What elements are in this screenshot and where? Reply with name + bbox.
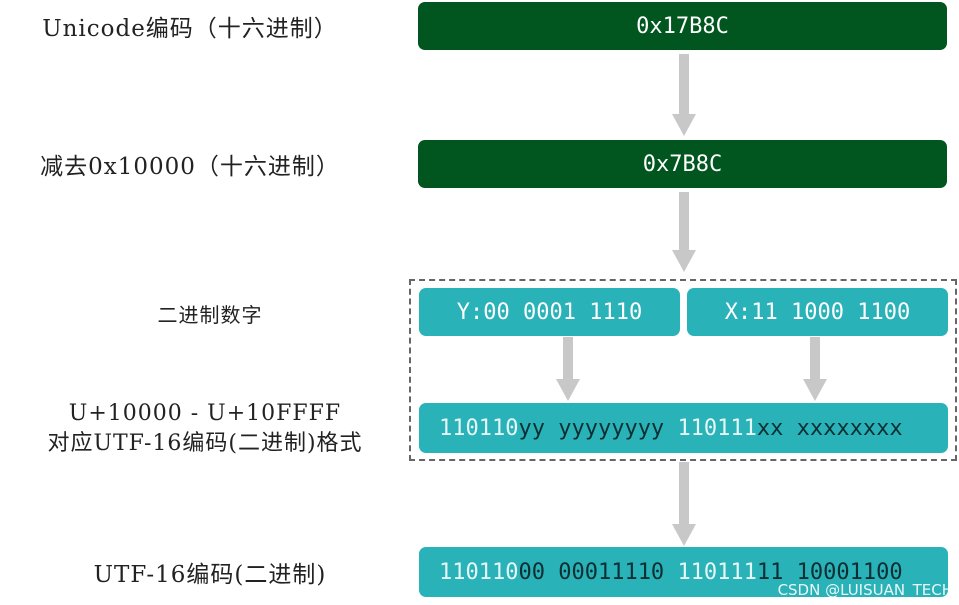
- format-y-bits: yy yyyyyyyy: [518, 415, 678, 441]
- arrow-down-icon: [803, 337, 827, 401]
- arrow-down-icon: [672, 54, 696, 136]
- result-prefix-low: 110111: [677, 559, 757, 585]
- format-prefix-high: 110110: [439, 415, 519, 441]
- watermark: CSDN @LUISUAN_TECH: [777, 581, 953, 599]
- label-range: U+10000 - U+10FFFF 对应UTF-16编码(二进制)格式: [10, 399, 400, 459]
- result-bits-low: 11 10001100: [756, 559, 903, 585]
- label-range-line2: 对应UTF-16编码(二进制)格式: [47, 431, 363, 456]
- format-x-bits: xx xxxxxxxx: [756, 415, 903, 441]
- label-range-line1: U+10000 - U+10FFFF: [68, 401, 342, 426]
- y-bits-box: Y:00 0001 1110: [419, 288, 680, 336]
- format-prefix-low: 110111: [677, 415, 757, 441]
- hex-box-unicode: 0x17B8C: [418, 2, 947, 50]
- hex-box-subtracted: 0x7B8C: [418, 140, 947, 188]
- result-prefix-high: 110110: [439, 559, 519, 585]
- label-unicode: Unicode编码（十六进制）: [42, 16, 338, 42]
- label-utf16: UTF-16编码(二进制): [93, 562, 327, 588]
- binary-group-frame: [409, 279, 957, 461]
- arrow-down-icon: [672, 192, 696, 272]
- label-binary: 二进制数字: [157, 303, 263, 327]
- arrow-down-icon: [556, 337, 580, 401]
- label-subtract: 减去0x10000（十六进制）: [40, 154, 340, 180]
- x-bits-box: X:11 1000 1100: [687, 288, 948, 336]
- arrow-down-icon: [672, 462, 696, 546]
- result-bits-high: 00 00011110: [518, 559, 678, 585]
